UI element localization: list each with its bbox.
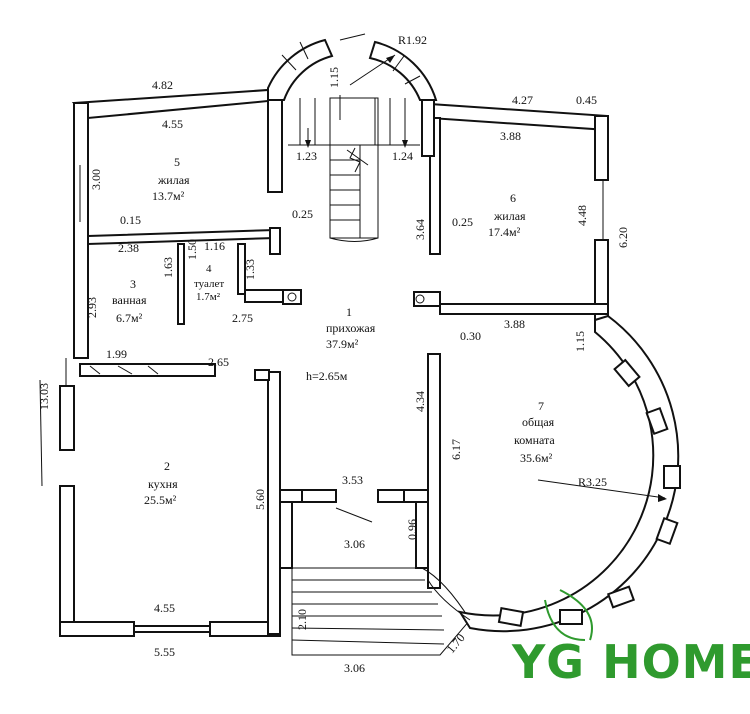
dim-1-63: 1.63 — [161, 257, 175, 278]
dim-0-30: 0.30 — [460, 329, 481, 343]
dim-1-23: 1.23 — [296, 149, 317, 163]
dim-5-60: 5.60 — [253, 489, 267, 510]
svg-text:3: 3 — [130, 277, 136, 291]
dim-1-70: 1.70 — [444, 631, 468, 656]
dim-3-64: 3.64 — [413, 219, 427, 240]
room-height: h=2.65м — [306, 369, 348, 383]
dim-4-55-bottom: 4.55 — [154, 601, 175, 615]
dim-2-65: 2.65 — [208, 355, 229, 369]
dim-3-88-mid: 3.88 — [504, 317, 525, 331]
dim-3-88-top: 3.88 — [500, 129, 521, 143]
stair-steps — [299, 54, 408, 242]
svg-text:4: 4 — [206, 263, 212, 275]
svg-text:YG HOME: YG HOME — [511, 635, 750, 689]
dim-4-34: 4.34 — [413, 391, 427, 412]
svg-text:17.4м²: 17.4м² — [488, 225, 521, 239]
dim-0-15: 0.15 — [120, 213, 141, 227]
dim-5-55: 5.55 — [154, 645, 175, 659]
svg-text:35.6м²: 35.6м² — [520, 451, 553, 465]
dim-3-53: 3.53 — [342, 473, 363, 487]
room-6-label: 6 жилая 17.4м² — [488, 191, 526, 239]
dim-r1-92: R1.92 — [398, 33, 427, 47]
dim-0-96: 0.96 — [405, 519, 419, 540]
dim-4-82: 4.82 — [152, 78, 173, 92]
room-2-label: 2 кухня 25.5м² — [144, 459, 178, 507]
room-labels: 1 прихожая 37.9м² h=2.65м 2 кухня 25.5м²… — [112, 155, 555, 507]
svg-text:кухня: кухня — [148, 477, 178, 491]
svg-text:5: 5 — [174, 155, 180, 169]
svg-text:7: 7 — [538, 399, 544, 413]
svg-text:жилая: жилая — [493, 209, 526, 223]
interior-walls — [79, 227, 471, 656]
dim-1-15-right: 1.15 — [573, 331, 587, 352]
dim-4-27: 4.27 — [512, 93, 533, 107]
dim-4-48: 4.48 — [575, 205, 589, 226]
dim-2-38: 2.38 — [118, 241, 139, 255]
svg-text:жилая: жилая — [157, 173, 190, 187]
dim-4-55-top: 4.55 — [162, 117, 183, 131]
room-3-label: 3 ванная 6.7м² — [112, 277, 147, 325]
svg-text:1.7м²: 1.7м² — [196, 291, 221, 303]
svg-text:25.5м²: 25.5м² — [144, 493, 177, 507]
dim-3-06-a: 3.06 — [344, 537, 365, 551]
svg-text:туалет: туалет — [194, 278, 224, 290]
dim-0-25-b: 0.25 — [452, 215, 473, 229]
outer-walls — [59, 88, 609, 637]
svg-text:1: 1 — [346, 305, 352, 319]
dim-2-93: 2.93 — [85, 297, 99, 318]
svg-text:13.7м²: 13.7м² — [152, 189, 185, 203]
dim-1-99: 1.99 — [106, 347, 127, 361]
dim-0-45: 0.45 — [576, 93, 597, 107]
dim-3-06-b: 3.06 — [344, 661, 365, 675]
yg-home-logo: YG HOME — [511, 589, 750, 689]
room-1-label: 1 прихожая 37.9м² — [326, 305, 376, 351]
svg-text:2: 2 — [164, 459, 170, 473]
svg-text:ванная: ванная — [112, 293, 147, 307]
dim-2-10: 2.10 — [295, 609, 309, 630]
svg-text:комната: комната — [514, 433, 555, 447]
svg-text:прихожая: прихожая — [326, 321, 376, 335]
room-5-label: 5 жилая 13.7м² — [152, 155, 190, 203]
svg-text:6: 6 — [510, 191, 516, 205]
windows — [39, 165, 604, 487]
svg-text:6.7м²: 6.7м² — [116, 311, 143, 325]
dim-1-33: 1.33 — [243, 259, 257, 280]
room-4-label: 4 туалет 1.7м² — [194, 263, 224, 303]
dim-6-20: 6.20 — [616, 227, 630, 248]
dim-1-15-top: 1.15 — [327, 67, 341, 88]
dim-2-75: 2.75 — [232, 311, 253, 325]
bay-arc — [427, 314, 681, 633]
dim-3-00: 3.00 — [89, 169, 103, 190]
dim-13-03: 13.03 — [37, 383, 51, 410]
dim-r3-25: R3.25 — [578, 475, 607, 489]
svg-text:37.9м²: 37.9м² — [326, 337, 359, 351]
dim-6-17: 6.17 — [449, 439, 463, 460]
dim-1-24: 1.24 — [392, 149, 413, 163]
dim-1-50: 1.50 — [185, 239, 199, 260]
room-7-label: 7 общая комната 35.6м² — [514, 399, 555, 465]
dim-0-25-a: 0.25 — [292, 207, 313, 221]
svg-text:общая: общая — [522, 415, 555, 429]
tower — [267, 33, 438, 242]
dimensions: 4.82 4.55 3.00 0.15 2.38 0.25 1.15 R1.92… — [37, 33, 630, 675]
dim-1-16: 1.16 — [204, 239, 225, 253]
